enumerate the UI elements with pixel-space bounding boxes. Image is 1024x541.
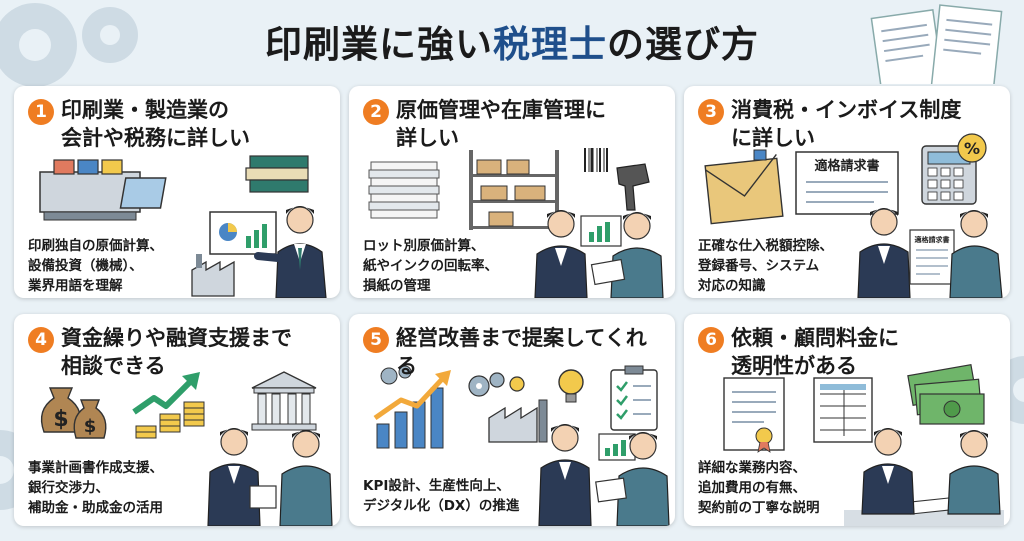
worker-figure	[595, 432, 670, 526]
svg-text:適格請求書: 適格請求書	[814, 158, 879, 174]
card-6: 6 依頼・顧問料金に透明性がある 詳細な業務内容、追加費用の有無、契約前の丁寧な…	[684, 314, 1010, 526]
card-2: 2 原価管理や在庫管理に詳しい ロット別原価計算、紙やインクの回転率、損紙の管理	[349, 86, 675, 298]
businessman-figure	[861, 428, 915, 515]
worker-figure	[947, 430, 1001, 515]
card-3: 適格請求書 % 適格請求書	[684, 86, 1010, 298]
number-badge: 4	[28, 327, 54, 353]
lightbulb-icon	[558, 369, 584, 403]
shelf-icon	[469, 150, 559, 230]
contract-illustration	[723, 363, 1004, 526]
invoice-document-icon: 適格請求書	[795, 151, 899, 215]
barcode-scanner-icon	[584, 148, 650, 211]
documents-icon	[870, 4, 1003, 84]
card-description: 印刷独自の原価計算、設備投資（機械）、業界用語を理解	[28, 238, 163, 294]
card-heading: 6 依頼・顧問料金に透明性がある	[698, 324, 998, 380]
businessman-figure	[207, 428, 277, 526]
factory-icon	[488, 399, 548, 443]
card-heading: 2 原価管理や在庫管理に詳しい	[363, 96, 663, 152]
finance-illustration: $ $	[40, 371, 333, 526]
card-4: $ $	[14, 314, 340, 526]
card-description: 正確な仕入税額控除、登録番号、システム対応の知識	[698, 238, 833, 294]
printing-press-illustration	[39, 155, 327, 298]
card-5: 5 経営改善まで提案してくれる KPI設計、生産性向上、デジタル化（DX）の推進	[349, 314, 675, 526]
money-bag-icon: $ $	[40, 387, 107, 439]
svg-text:$: $	[84, 416, 97, 437]
growth-chart-icon	[373, 365, 451, 449]
businessman-figure	[534, 210, 588, 298]
page-title: 印刷業に強い税理士の選び方	[265, 23, 759, 66]
worker-figure	[590, 212, 664, 298]
card-heading: 3 消費税・インボイス制度に詳しい	[698, 96, 998, 152]
number-badge: 6	[698, 327, 724, 353]
businessman-figure	[254, 206, 327, 298]
certificate-icon	[723, 377, 785, 453]
card-heading: 4 資金繰りや融資支援まで相談できる	[28, 324, 328, 380]
worker-figure	[279, 430, 333, 526]
factory-icon	[191, 254, 235, 297]
card-description: 事業計画書作成支援、銀行交渉力、補助金・助成金の活用	[28, 460, 163, 516]
improvement-illustration	[373, 365, 670, 526]
envelope-icon	[704, 149, 784, 225]
paper-stack-icon	[368, 161, 440, 219]
worker-figure	[949, 210, 1003, 298]
books-icon	[245, 155, 309, 193]
card-description: KPI設計、生産性向上、デジタル化（DX）の推進	[363, 478, 520, 514]
number-badge: 1	[28, 99, 54, 125]
number-badge: 3	[698, 99, 724, 125]
number-badge: 2	[363, 99, 389, 125]
fee-table-icon	[813, 377, 873, 443]
inventory-illustration	[368, 148, 664, 298]
card-1: 1 印刷業・製造業の会計や税務に詳しい 印刷独自の原価計算、設備投資（機械）、業…	[14, 86, 340, 298]
gear-icon	[0, 3, 138, 87]
small-invoice-icon: 適格請求書	[909, 229, 955, 285]
cash-icon	[907, 363, 985, 425]
calculator-icon: %	[921, 133, 987, 205]
businessman-figure	[538, 424, 592, 526]
card-description: 詳細な業務内容、追加費用の有無、契約前の丁寧な説明	[698, 460, 820, 516]
card-description: ロット別原価計算、紙やインクの回転率、損紙の管理	[363, 238, 498, 294]
chart-board-icon	[209, 211, 277, 255]
svg-text:%: %	[964, 139, 980, 158]
bank-icon	[251, 371, 317, 431]
businessman-figure	[857, 208, 911, 298]
invoice-illustration: 適格請求書 % 適格請求書	[704, 133, 1003, 298]
checklist-icon	[610, 365, 658, 431]
svg-text:適格請求書: 適格請求書	[915, 235, 950, 244]
card-heading: 5 経営改善まで提案してくれる	[363, 324, 663, 380]
card-heading: 1 印刷業・製造業の会計や税務に詳しい	[28, 96, 328, 152]
number-badge: 5	[363, 327, 389, 353]
gears-icon	[468, 372, 525, 397]
coins-growth-icon	[132, 372, 205, 439]
svg-text:$: $	[53, 407, 68, 432]
